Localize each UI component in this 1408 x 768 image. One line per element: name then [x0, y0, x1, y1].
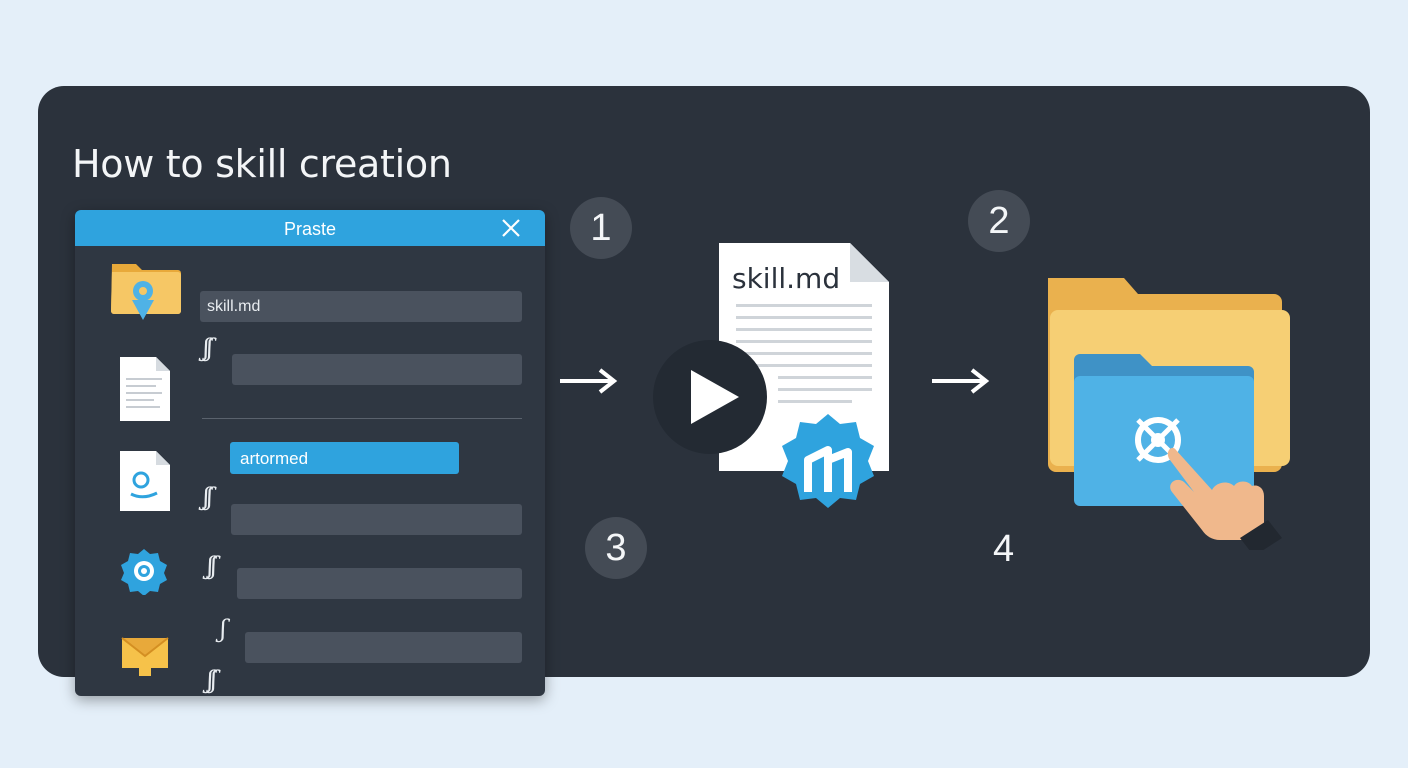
squiggle-mark: ʃʃ — [203, 483, 213, 511]
step-3-badge: 3 — [585, 517, 647, 579]
hand-pointer-icon — [1167, 447, 1282, 550]
amazon-document-icon[interactable] — [119, 450, 171, 512]
document-title: skill.md — [732, 262, 841, 295]
input-field[interactable] — [231, 504, 522, 535]
folder-icon[interactable] — [1040, 270, 1300, 550]
field-text: artormed — [240, 449, 309, 468]
divider — [202, 418, 522, 419]
squiggle-mark: ʃ — [220, 615, 226, 643]
artormed-field[interactable]: artormed — [230, 442, 459, 474]
play-button[interactable] — [653, 340, 767, 454]
skill-md-field[interactable]: skill.md — [200, 291, 522, 322]
arrow-right-icon — [932, 368, 990, 394]
input-field[interactable] — [232, 354, 522, 385]
input-field[interactable] — [237, 568, 522, 599]
crosshair-icon — [1135, 417, 1181, 463]
field-text: skill.md — [207, 298, 261, 315]
envelope-icon[interactable] — [119, 626, 171, 678]
squiggle-mark: ʃʃ — [207, 552, 217, 580]
page-title: How to skill creation — [72, 142, 452, 186]
input-field[interactable] — [245, 632, 522, 663]
folder-pin-icon[interactable] — [110, 258, 182, 330]
dialog-titlebar[interactable]: Praste — [75, 210, 545, 246]
squiggle-mark: ʃʃ — [203, 334, 213, 362]
close-icon[interactable] — [499, 216, 523, 240]
step-4-label: 4 — [993, 528, 1015, 570]
document-icon[interactable] — [119, 356, 171, 422]
app-badge-icon — [782, 414, 874, 508]
step-1-badge: 1 — [570, 197, 632, 259]
paste-dialog: Praste skill.md ʃʃ artormed — [75, 210, 545, 696]
arrow-right-icon — [560, 368, 618, 394]
squiggle-mark: ʃʃ — [207, 666, 217, 694]
step-2-badge: 2 — [968, 190, 1030, 252]
dialog-title: Praste — [283, 219, 337, 239]
play-icon — [691, 370, 739, 424]
gear-badge-icon[interactable] — [120, 547, 168, 595]
